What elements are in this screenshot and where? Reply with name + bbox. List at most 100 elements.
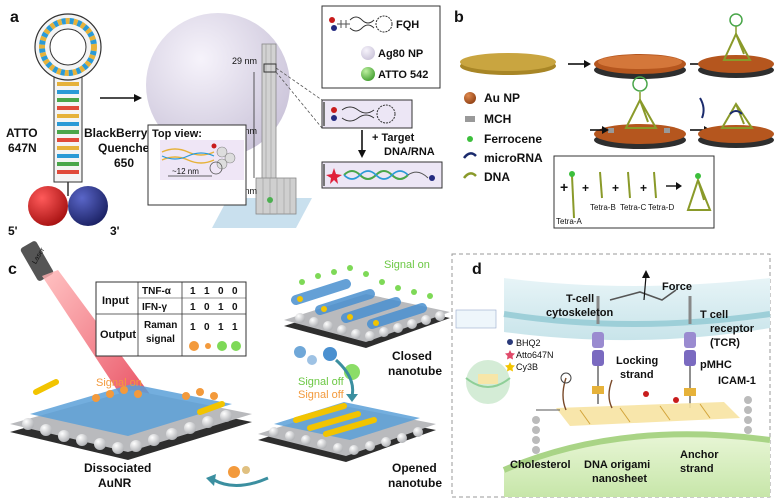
panel-a-letter: a	[10, 9, 19, 26]
origami-label-2: nanosheet	[592, 473, 647, 485]
icam1	[744, 396, 752, 434]
svg-text:+: +	[612, 181, 619, 195]
atto647n-label-2: 647N	[8, 141, 37, 155]
closed-label-1: Closed	[392, 349, 432, 363]
table-input: Input	[102, 295, 129, 307]
electrode-bare	[460, 53, 556, 75]
legend-microrna: microRNA	[484, 151, 543, 165]
dim-29nm: 29 nm	[232, 56, 257, 66]
force-arrows	[642, 270, 650, 301]
dna-icon	[463, 172, 477, 179]
legend-ag-np-icon	[361, 46, 375, 60]
signal-on-top: Signal on	[384, 259, 430, 271]
opened-nanotube-platform	[258, 402, 436, 462]
force-label: Force	[662, 281, 692, 293]
panel-d-letter: d	[472, 261, 482, 278]
ifn-val-3: 1	[218, 302, 224, 313]
table-ifn: IFN-γ	[142, 302, 167, 313]
quencher-label-1: BlackBerry®	[84, 126, 156, 140]
locking-label-1: Locking	[616, 355, 658, 367]
legend-cy3b: Cy3B	[516, 362, 538, 372]
legend-ag80-np: Ag80 NP	[378, 48, 423, 60]
cy3b-icon	[505, 362, 515, 372]
target-label-1: + Target	[372, 132, 415, 144]
closed-label-2: nanotube	[388, 364, 442, 378]
tetra-b-label: Tetra-B	[590, 203, 616, 212]
dna-origami-pillar	[255, 43, 297, 215]
closed-nanotube-platform	[284, 265, 450, 348]
electrode-tetrahedron	[698, 13, 774, 78]
mirna-strand	[699, 97, 705, 119]
ifn-val-1: 1	[190, 302, 196, 313]
legend-atto542: ATTO 542	[378, 69, 428, 81]
svg-text:+: +	[560, 179, 568, 195]
three-prime-label: 3'	[110, 224, 120, 238]
panel-d-legend	[505, 339, 515, 372]
legend-au-np: Au NP	[484, 91, 520, 105]
arrow-hairpin-to-origami	[100, 94, 142, 102]
tetra-c-label: Tetra-C	[620, 203, 646, 212]
anchor-label-1: Anchor	[680, 449, 719, 461]
raman-val-3: 1	[218, 322, 224, 333]
ifn-val-2: 0	[204, 302, 210, 313]
cholesterol-label: Cholesterol	[510, 459, 571, 471]
panel-a-legend	[321, 5, 441, 89]
cytoskeleton-fiber	[609, 289, 677, 301]
closed-probe-box	[321, 99, 413, 129]
legend-bhq2: BHQ2	[516, 338, 541, 348]
tnf-val-3: 0	[218, 286, 224, 297]
panel-d: d	[451, 253, 771, 498]
tetra-assembly-box: + + + +	[553, 155, 715, 229]
tnf-val-2: 1	[204, 286, 210, 297]
table-raman-2: signal	[146, 334, 175, 345]
raman-val-2: 0	[204, 322, 210, 333]
legend-fqh: FQH	[396, 19, 419, 31]
five-prime-label: 5'	[8, 224, 18, 238]
atto542-dye-dot	[267, 197, 273, 203]
dna-origami-sheet	[556, 402, 740, 426]
signal-on-left: Signal on	[96, 377, 142, 389]
hairpin-probe	[28, 13, 108, 226]
cytoskeleton-label-2: cytoskeleton	[546, 307, 614, 319]
bhq2-icon	[507, 339, 513, 345]
svg-text:+: +	[640, 181, 647, 195]
ifn-val-4: 0	[232, 302, 238, 313]
panel-a: a	[6, 5, 443, 238]
quencher-label-2: Quencher	[98, 141, 154, 155]
opened-label-1: Opened	[392, 461, 437, 475]
panel-b: b	[454, 9, 774, 229]
target-label-2: DNA/RNA	[384, 146, 435, 158]
locking-label-2: strand	[620, 369, 654, 381]
opened-label-2: nanotube	[388, 476, 442, 490]
dissociated-label-2: AuNR	[98, 476, 132, 490]
legend-atto542-icon	[361, 67, 375, 81]
reagent-cluster	[294, 346, 360, 402]
atto647n-sphere	[28, 186, 68, 226]
locking-strands	[560, 372, 679, 411]
top-view-title: Top view:	[152, 128, 202, 140]
raman-val-1: 1	[190, 322, 196, 333]
au-np-icon	[464, 92, 476, 104]
top-view-inset	[147, 124, 247, 206]
tcr-label-3: (TCR)	[710, 337, 740, 349]
svg-text:+: +	[582, 181, 589, 195]
pmhc-label: pMHC	[700, 359, 732, 371]
table-output: Output	[100, 329, 136, 341]
tnf-val-1: 1	[190, 286, 196, 297]
signal-off-1: Signal off	[298, 376, 345, 388]
cytoskeleton-label-1: T-cell	[566, 293, 594, 305]
anchor-label-2: strand	[680, 463, 714, 475]
tcr-label-1: T cell	[700, 309, 728, 321]
zoom-connector-2	[275, 71, 323, 129]
origami-label-1: DNA origami	[584, 459, 650, 471]
mini-overview-icon	[455, 309, 511, 404]
tetra-a-label: Tetra-A	[556, 217, 582, 226]
arrow-return	[206, 466, 269, 487]
panel-c-letter: c	[8, 261, 17, 278]
atto647n-icon	[505, 350, 515, 360]
panel-b-letter: b	[454, 9, 464, 26]
electrode-tetra-mch	[594, 76, 686, 149]
raman-val-4: 1	[232, 322, 238, 333]
tcr-complex-2	[684, 296, 696, 408]
